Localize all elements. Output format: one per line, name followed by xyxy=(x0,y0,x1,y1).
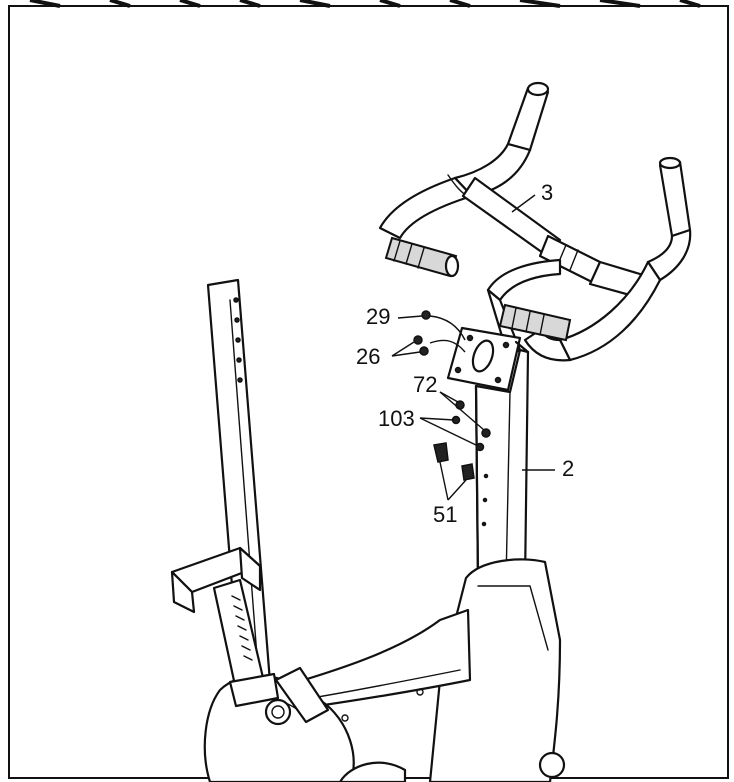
callout-part-29: 29 xyxy=(366,304,390,329)
handlebar-mount-plate xyxy=(446,326,530,392)
seat-post xyxy=(170,278,330,726)
callout-part-72: 72 xyxy=(413,372,437,397)
callout-part-3: 3 xyxy=(541,180,553,205)
leader-lines xyxy=(391,194,555,501)
handlebar xyxy=(378,81,692,362)
cropped-header-marks xyxy=(29,0,701,8)
callout-part-26: 26 xyxy=(356,344,380,369)
callout-part-103: 103 xyxy=(378,406,415,431)
callout-part-2: 2 xyxy=(562,456,574,481)
upright-post xyxy=(474,348,530,584)
fasteners xyxy=(413,310,491,481)
callout-part-51: 51 xyxy=(433,502,457,527)
